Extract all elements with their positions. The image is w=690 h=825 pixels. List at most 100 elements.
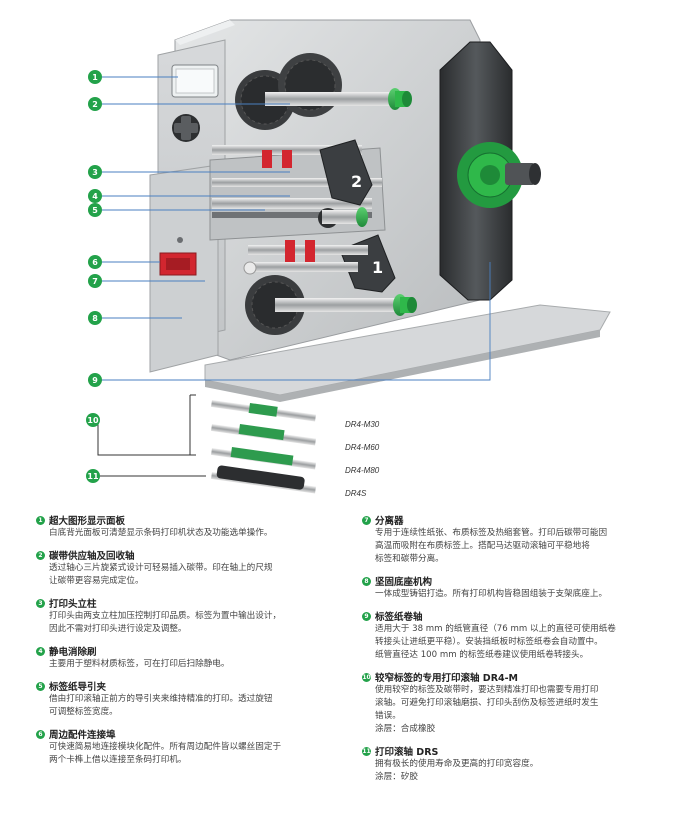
callout-9: 9: [88, 373, 102, 387]
printer-illustration: 1 2 3 4 5 6 7 8 9 10 11 2 1 DR4-M30 DR4-…: [86, 19, 611, 498]
label-roll-holder: [439, 41, 541, 301]
legend-item-description: 借由打印滚轴正前方的导引夹来维持精准的打印。透过旋钮可调整标签宽度。: [36, 693, 336, 719]
legend-item-line: 打印头由两支立柱加压控制打印品质。标签为置中输出设计，: [49, 611, 282, 621]
model-label-dr4-m80: DR4-M80: [345, 466, 380, 475]
legend-item-line: 专用于连续性纸张、布质标签及热缩套管。打印后碳带可能因: [375, 528, 608, 538]
legend-item-description: 拥有极长的使用寿命及更高的打印宽容度。涂层：矽胶: [362, 758, 662, 784]
legend-item-line: 可调整标签宽度。: [49, 707, 118, 717]
nav-pad: [172, 114, 200, 142]
legend-item-number: 4: [36, 646, 45, 656]
legend-item-header: 3 打印头立柱: [36, 596, 336, 610]
callout-3: 3: [88, 165, 102, 179]
legend-item: 3 打印头立柱打印头由两支立柱加压控制打印品质。标签为置中输出设计，因此不需对打印…: [36, 596, 336, 636]
separator-assembly: [243, 240, 368, 275]
callout-5-label: 5: [92, 205, 98, 215]
legend-item-title: 超大图形显示面板: [49, 516, 126, 527]
legend-item-title: 打印头立柱: [49, 599, 97, 610]
legend-item-header: 6 周边配件连接埠: [36, 727, 336, 741]
legend-item-number: 11: [362, 746, 371, 756]
legend-item-number: 9: [362, 611, 371, 621]
callout-6: 6: [88, 255, 102, 269]
callout-2-label: 2: [92, 99, 98, 109]
legend-item-number: 2: [36, 550, 45, 560]
bracket-lines: [97, 394, 206, 477]
callout-1: 1: [88, 70, 102, 84]
legend-item-number: 7: [362, 515, 371, 525]
callout-3-label: 3: [92, 167, 98, 177]
legend-item-header: 1 超大图形显示面板: [36, 513, 336, 527]
callout-11-label: 11: [87, 471, 99, 481]
callout-4: 4: [88, 189, 102, 203]
leader-lines: [100, 76, 491, 381]
legend-item-line: 纸管直径达 100 mm 的标签纸卷建议使用纸卷转接头。: [375, 650, 589, 660]
legend-item-description: 透过轴心三片旋紧式设计可轻易插入碳带。印在轴上的尺规让碳带更容易完成定位。: [36, 562, 336, 588]
legend-item-line: 高温而吸附在布质标签上。搭配马达驱动滚轴可平稳地将: [375, 541, 590, 551]
lever-2-number: 2: [351, 172, 363, 191]
legend-item-header: 5 标签纸导引夹: [36, 679, 336, 693]
model-label-drs: DR4S: [345, 489, 367, 498]
legend-item-line: 可快速简易地连接模块化配件。所有周边配件皆以螺丝固定于: [49, 742, 282, 752]
legend-item: 6 周边配件连接埠可快速简易地连接模块化配件。所有周边配件皆以螺丝固定于两个卡榫上…: [36, 727, 336, 767]
legend-item-description: 打印头由两支立柱加压控制打印品质。标签为置中输出设计，因此不需对打印头进行设定及…: [36, 610, 336, 636]
legend-item-line: 拥有极长的使用寿命及更高的打印宽容度。: [375, 759, 539, 769]
legend-item-line: 滚轴。可避免打印滚轴磨损、打印头刮伤及标签进纸时发生: [375, 698, 599, 708]
legend-item-description: 适用大于 38 mm 的纸管直径（76 mm 以上的直径可使用纸卷转接头让进纸更…: [362, 623, 662, 662]
printhead-assembly: [209, 139, 396, 293]
callout-2: 2: [88, 97, 102, 111]
legend-item-description: 白底背光面板可清楚显示条码打印机状态及功能选单操作。: [36, 527, 336, 540]
legend-item-line: 转接头让进纸更平稳）。安装挡纸板时标签纸卷会自动置中。: [375, 637, 603, 647]
feature-legend: 1 超大图形显示面板白底背光面板可清楚显示条码打印机状态及功能选单操作。 2 碳带供应…: [0, 513, 690, 825]
legend-item-line: 涂层：合成橡胶: [375, 724, 436, 734]
printer-drawing: [97, 19, 611, 494]
callout-10-label: 10: [87, 415, 99, 425]
callout-9-label: 9: [92, 375, 98, 385]
legend-item-title: 静电消除刷: [49, 647, 97, 658]
legend-column-left: 1 超大图形显示面板白底背光面板可清楚显示条码打印机状态及功能选单操作。 2 碳带供应…: [36, 513, 336, 775]
legend-item-title: 打印滚轴 DRS: [375, 747, 439, 758]
legend-item: 2 碳带供应轴及回收轴透过轴心三片旋紧式设计可轻易插入碳带。印在轴上的尺规让碳带更…: [36, 548, 336, 588]
model-label-dr4-m30: DR4-M30: [345, 420, 380, 429]
legend-item-line: 让碳带更容易完成定位。: [49, 576, 144, 586]
lever-2: [319, 139, 373, 206]
callout-1-label: 1: [92, 72, 98, 82]
legend-item-number: 10: [362, 672, 371, 682]
callout-10: 10: [86, 413, 100, 427]
legend-item-description: 专用于连续性纸张、布质标签及热缩套管。打印后碳带可能因高温而吸附在布质标签上。搭…: [362, 527, 662, 566]
legend-item-description: 一体成型铸铝打造。所有打印机构皆稳固组装于支架底座上。: [362, 588, 662, 601]
legend-item-title: 碳带供应轴及回收轴: [49, 551, 135, 562]
legend-item-number: 5: [36, 681, 45, 691]
legend-item-description: 主要用于塑料材质标签，可在打印后扫除静电。: [36, 658, 336, 671]
callout-6-label: 6: [92, 257, 98, 267]
legend-item-header: 11 打印滚轴 DRS: [362, 744, 662, 758]
callout-7-label: 7: [92, 276, 98, 286]
legend-item-line: 使用较窄的标签及碳带时，要达到精准打印也需要专用打印: [375, 685, 599, 695]
legend-item-number: 6: [36, 729, 45, 739]
legend-item-title: 较窄标签的专用打印滚轴 DR4-M: [375, 673, 519, 684]
legend-item: 5 标签纸导引夹借由打印滚轴正前方的导引夹来维持精准的打印。透过旋钮可调整标签宽度…: [36, 679, 336, 719]
legend-item-number: 1: [36, 515, 45, 525]
legend-item: 4 静电消除刷主要用于塑料材质标签，可在打印后扫除静电。: [36, 644, 336, 671]
callout-11: 11: [86, 469, 100, 483]
legend-item-number: 3: [36, 598, 45, 608]
legend-item-description: 使用较窄的标签及碳带时，要达到精准打印也需要专用打印滚轴。可避免打印滚轴磨损、打…: [362, 684, 662, 736]
legend-item-header: 2 碳带供应轴及回收轴: [36, 548, 336, 562]
roller-dr4-m30: [211, 400, 316, 422]
callout-7: 7: [88, 274, 102, 288]
legend-item-line: 一体成型铸铝打造。所有打印机构皆稳固组装于支架底座上。: [375, 589, 608, 599]
legend-item-line: 主要用于塑料材质标签，可在打印后扫除静电。: [49, 659, 230, 669]
legend-item-description: 可快速简易地连接模块化配件。所有周边配件皆以螺丝固定于两个卡榫上借以连接至条码打…: [36, 741, 336, 767]
roller-dr4-m80: [211, 447, 316, 470]
legend-item-line: 两个卡榫上借以连接至条码打印机。: [49, 755, 187, 765]
legend-item-line: 适用大于 38 mm 的纸管直径（76 mm 以上的直径可使用纸卷: [375, 624, 616, 634]
legend-item-title: 周边配件连接埠: [49, 730, 116, 741]
legend-item-line: 白底背光面板可清楚显示条码打印机状态及功能选单操作。: [49, 528, 273, 538]
legend-item-title: 标签纸导引夹: [49, 682, 107, 693]
callout-8: 8: [88, 311, 102, 325]
legend-item-number: 8: [362, 576, 371, 586]
